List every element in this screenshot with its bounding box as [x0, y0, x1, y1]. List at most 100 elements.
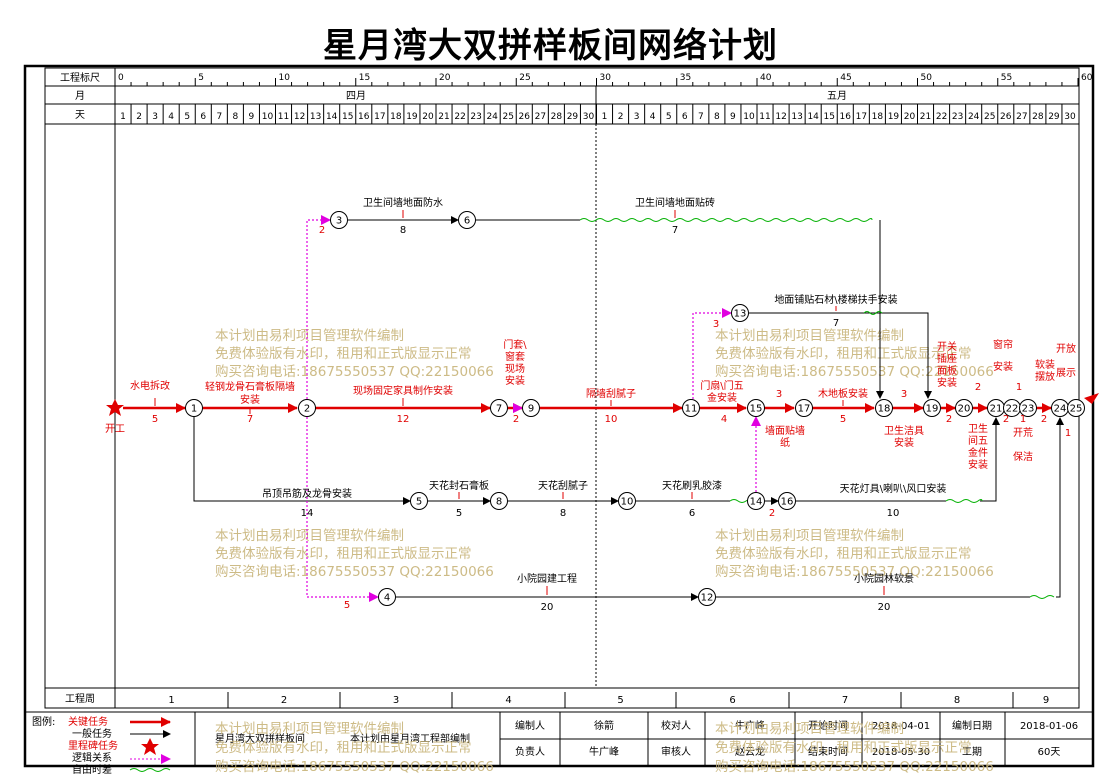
scale-label: 60 — [1081, 73, 1093, 83]
scale-label: 55 — [1001, 73, 1012, 83]
node-number: 3 — [336, 216, 342, 227]
logic-dur-16: 2 — [769, 508, 775, 519]
svg-text:安装: 安装 — [505, 374, 525, 387]
task-mudiban-name: 木地板安装 — [818, 387, 868, 400]
svg-text:免费体验版有水印，租用和正式版显示正常: 免费体验版有水印，租用和正式版显示正常 — [215, 346, 472, 362]
scale-label: 25 — [519, 73, 530, 83]
info-date: 2018-01-06 — [1020, 721, 1078, 732]
day-cell: 7 — [216, 112, 222, 122]
svg-text:金安装: 金安装 — [707, 391, 737, 404]
node-number: 5 — [416, 497, 422, 508]
day-cell: 30 — [583, 112, 595, 122]
scale-label: 45 — [840, 73, 851, 83]
day-cell: 29 — [1048, 112, 1060, 122]
node-12: 12 — [698, 588, 716, 606]
day-cell: 2 — [136, 112, 142, 122]
svg-text:免费体验版有水印，租用和正式版显示正常: 免费体验版有水印，租用和正式版显示正常 — [715, 740, 972, 756]
info-start-label: 开始时间 — [808, 719, 848, 732]
svg-text:插座: 插座 — [937, 352, 957, 365]
svg-text:免费体验版有水印，租用和正式版显示正常: 免费体验版有水印，租用和正式版显示正常 — [715, 546, 972, 562]
svg-text:安装: 安装 — [968, 458, 988, 471]
day-cell: 27 — [535, 112, 546, 122]
info-checker: 牛广峰 — [735, 719, 765, 732]
node-number: 22 — [1006, 404, 1019, 415]
start-milestone-icon — [106, 399, 124, 416]
day-cell: 26 — [1000, 112, 1012, 122]
task-fangshui-name: 卫生间墙地面防水 — [363, 196, 443, 209]
day-cell: 24 — [486, 112, 498, 122]
week-cell: 1 — [168, 695, 174, 706]
info-end-label: 结束时间 — [808, 745, 848, 758]
month-may: 五月 — [827, 90, 847, 102]
node-number: 24 — [1054, 404, 1067, 415]
day-cell: 6 — [200, 112, 206, 122]
info-date-label: 编制日期 — [952, 719, 992, 732]
logic-arrows — [306, 215, 761, 602]
day-cell: 25 — [984, 112, 995, 122]
task-zhanshi-dur: 1 — [1065, 428, 1071, 439]
task-nizi-name: 隔墙刮腻子 — [586, 387, 636, 400]
legend-float-line — [129, 768, 171, 772]
watermark-1: 本计划由易利项目管理软件编制 免费体验版有水印，租用和正式版显示正常 购买咨询电… — [215, 328, 494, 380]
watermark-footer-1: 本计划由易利项目管理软件编制 免费体验版有水印，租用和正式版显示正常 购买咨询电… — [215, 721, 494, 775]
task-weiwujin-name: 卫生 — [968, 422, 988, 435]
day-cell: 12 — [294, 112, 305, 122]
week-cell: 6 — [729, 695, 735, 706]
watermark-4: 本计划由易利项目管理软件编制 免费体验版有水印，租用和正式版显示正常 购买咨询电… — [715, 528, 994, 580]
week-cell: 2 — [281, 695, 287, 706]
node-number: 14 — [750, 497, 763, 508]
node-number: 15 — [750, 404, 763, 415]
week-cell: 5 — [617, 695, 623, 706]
day-cell: 20 — [904, 112, 916, 122]
node-number: 8 — [496, 497, 502, 508]
task-tianhuanizi-name: 天花刮腻子 — [538, 479, 588, 492]
task-weiwujin-dur: 2 — [975, 382, 981, 393]
scale-label: 10 — [279, 73, 291, 83]
day-cell: 9 — [730, 112, 736, 122]
task-baojie-name: 开荒 — [1013, 427, 1033, 439]
day-cell: 3 — [634, 112, 640, 122]
svg-text:本计划由易利项目管理软件编制: 本计划由易利项目管理软件编制 — [715, 528, 904, 544]
day-cell: 16 — [358, 112, 370, 122]
node-17: 17 — [795, 399, 813, 417]
day-cell: 13 — [791, 112, 802, 122]
node-2: 2 — [298, 399, 316, 417]
day-cell: 28 — [1032, 112, 1044, 122]
svg-text:安装: 安装 — [993, 360, 1013, 373]
node-5: 5 — [410, 492, 428, 510]
day-cell: 19 — [888, 112, 900, 122]
node-number: 21 — [990, 404, 1003, 415]
node-circle — [618, 492, 636, 510]
task-dengju-dur: 10 — [887, 508, 900, 519]
task-jiaju-dur: 12 — [397, 414, 410, 425]
svg-text:本计划由易利项目管理软件编制: 本计划由易利项目管理软件编制 — [215, 528, 404, 544]
svg-text:安装: 安装 — [894, 436, 914, 449]
info-project: 星月湾大双拼样板间 — [215, 732, 305, 745]
node-circle — [522, 399, 540, 417]
footer-grid — [25, 711, 1093, 766]
task-baojie-dur: 1 — [1020, 414, 1026, 425]
logic-dur-3: 2 — [319, 225, 325, 236]
svg-text:摆放: 摆放 — [1035, 370, 1055, 383]
day-cell: 1 — [602, 112, 608, 122]
task-chuanglian-name: 窗帘 — [993, 338, 1013, 351]
task-fengding-dur: 5 — [456, 508, 462, 519]
svg-text:本计划由易利项目管理软件编制: 本计划由易利项目管理软件编制 — [715, 721, 904, 737]
normal-arrows — [193, 216, 1064, 601]
node-9: 9 — [522, 399, 540, 417]
node-10: 10 — [618, 492, 636, 510]
node-number: 1 — [191, 404, 197, 415]
task-mentao-dur: 2 — [513, 414, 519, 425]
legend-normal: 一般任务 — [72, 727, 112, 740]
node-number: 4 — [384, 593, 390, 604]
day-cell: 23 — [470, 112, 481, 122]
node-3: 3 — [330, 211, 348, 229]
task-tianhuanizi-dur: 8 — [560, 508, 566, 519]
node-number: 20 — [958, 404, 971, 415]
week-cell: 9 — [1043, 695, 1049, 706]
info-editor-label: 编制人 — [515, 719, 545, 732]
node-circle — [298, 399, 316, 417]
